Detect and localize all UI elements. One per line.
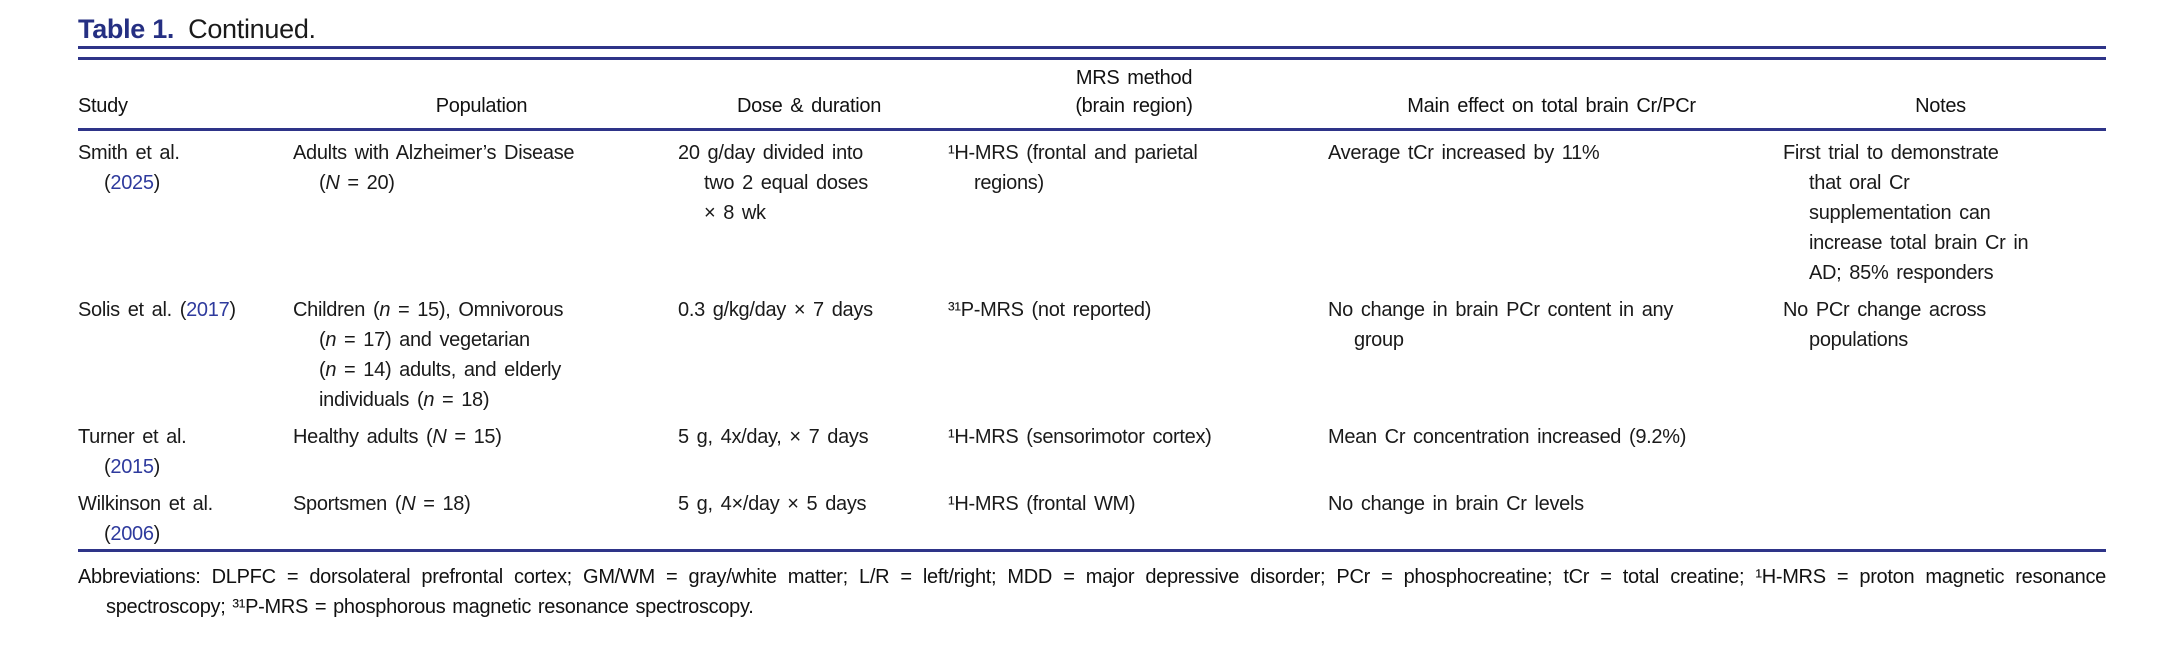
col-header-notes: Notes bbox=[1783, 60, 2106, 131]
study-authors: Solis et al. bbox=[78, 299, 180, 321]
cell-dose-duration: 0.3 g/kg/day × 7 days bbox=[678, 299, 873, 321]
col-header-dose-duration: Dose & duration bbox=[678, 60, 948, 131]
study-authors: Smith et al. bbox=[78, 142, 180, 164]
cell-population: Healthy adults (N = 15) bbox=[293, 426, 502, 448]
cell-main-effect: Average tCr increased by 11% bbox=[1328, 142, 1600, 164]
cell-main-effect: Mean Cr concentration increased (9.2%) bbox=[1328, 426, 1687, 448]
table-row-wilkinson: Wilkinson et al. (2006) Sportsmen (N = 1… bbox=[78, 482, 2106, 551]
citation-year-link[interactable]: 2025 bbox=[110, 172, 154, 194]
cell-study: Solis et al. (2017) bbox=[78, 288, 293, 415]
col-header-population: Population bbox=[293, 60, 678, 131]
cell-mrs-method: ¹H-MRS (sensorimotor cortex) bbox=[948, 426, 1212, 448]
table-caption-label: Table 1. bbox=[78, 14, 175, 44]
cell-notes bbox=[1783, 482, 2106, 551]
paren-close: ) bbox=[229, 299, 236, 321]
cell-study: Turner et al. (2015) bbox=[78, 415, 293, 482]
cell-population: Adults with Alzheimer’s Disease (N = 20) bbox=[293, 142, 575, 194]
citation-year-link[interactable]: 2015 bbox=[110, 456, 154, 478]
table-row-solis: Solis et al. (2017) Children (n = 15), O… bbox=[78, 288, 2106, 415]
cell-main-effect: No change in brain Cr levels bbox=[1328, 493, 1584, 515]
cell-dose-duration: 20 g/day divided into two 2 equal doses … bbox=[678, 142, 868, 224]
paren-open: ( bbox=[179, 299, 187, 321]
cell-notes bbox=[1783, 415, 2106, 482]
cell-population: Children (n = 15), Omnivorous (n = 17) a… bbox=[293, 299, 564, 411]
paren-open: ( bbox=[104, 172, 111, 194]
cell-study: Wilkinson et al. (2006) bbox=[78, 482, 293, 551]
citation-year-link[interactable]: 2006 bbox=[110, 523, 154, 545]
study-authors: Wilkinson et al. bbox=[78, 493, 213, 515]
paren-close: ) bbox=[153, 172, 161, 194]
cell-study: Smith et al. (2025) bbox=[78, 130, 293, 289]
table-top-rule bbox=[78, 46, 2106, 60]
col-header-study: Study bbox=[78, 60, 293, 131]
paren-close: ) bbox=[153, 456, 161, 478]
table-caption: Table 1. Continued. bbox=[78, 14, 2106, 44]
study-authors: Turner et al. bbox=[78, 426, 187, 448]
table-caption-continued: Continued. bbox=[188, 14, 316, 44]
table-footnote-abbreviations: Abbreviations: DLPFC = dorsolateral pref… bbox=[78, 566, 2106, 618]
cell-dose-duration: 5 g, 4x/day, × 7 days bbox=[678, 426, 869, 448]
table-header-row: Study Population Dose & duration MRS met… bbox=[78, 60, 2106, 131]
col-header-main-effect: Main effect on total brain Cr/PCr bbox=[1328, 60, 1783, 131]
paren-open: ( bbox=[104, 523, 111, 545]
cell-dose-duration: 5 g, 4×/day × 5 days bbox=[678, 493, 867, 515]
col-header-mrs-method: MRS method (brain region) bbox=[948, 60, 1328, 131]
cell-population: Sportsmen (N = 18) bbox=[293, 493, 471, 515]
paren-open: ( bbox=[104, 456, 111, 478]
cell-mrs-method: ¹H-MRS (frontal WM) bbox=[948, 493, 1136, 515]
paren-close: ) bbox=[153, 523, 161, 545]
studies-table: Study Population Dose & duration MRS met… bbox=[78, 60, 2106, 552]
cell-main-effect: No change in brain PCr content in any gr… bbox=[1328, 299, 1674, 351]
cell-notes: First trial to demonstrate that oral Cr … bbox=[1783, 142, 2029, 284]
citation-year-link[interactable]: 2017 bbox=[186, 299, 230, 321]
cell-mrs-method: ¹H-MRS (frontal and parietal regions) bbox=[948, 142, 1198, 194]
cell-notes: No PCr change across populations bbox=[1783, 299, 1987, 351]
cell-mrs-method: ³¹P-MRS (not reported) bbox=[948, 299, 1152, 321]
table-row-smith: Smith et al. (2025) Adults with Alzheime… bbox=[78, 130, 2106, 289]
table-row-turner: Turner et al. (2015) Healthy adults (N =… bbox=[78, 415, 2106, 482]
table-block: Table 1. Continued. Study Population Dose… bbox=[78, 14, 2106, 622]
